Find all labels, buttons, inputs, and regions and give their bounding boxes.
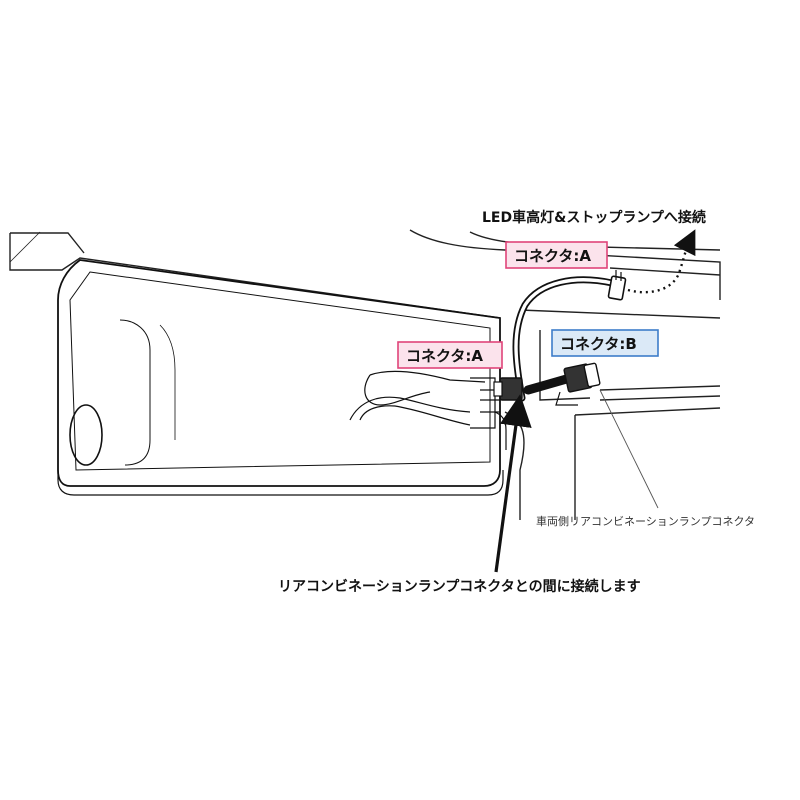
led-connection-dotted-arrow [627, 229, 696, 294]
connector-b-label: コネクタ:B [551, 329, 659, 357]
connector-a-left-label: コネクタ:A [397, 341, 503, 369]
connector-a-left-plug [493, 377, 523, 401]
vehicle-connector-leader [599, 389, 659, 509]
led-connection-note: LED車高灯&ストップランプへ接続 [482, 209, 706, 226]
vehicle-connector-label: 車両側リアコンビネーションランプコネクタ [536, 514, 755, 528]
vehicle-body-outline [9, 229, 721, 520]
install-point-note: リアコンビネーションランプコネクタとの間に接続します [278, 578, 641, 595]
lamp-socket [349, 370, 507, 450]
connector-a-top-label: コネクタ:A [505, 241, 608, 269]
install-point-arrow [494, 394, 532, 573]
rear-lamp-housing [57, 259, 504, 496]
connector-b-text: コネクタ:B [560, 335, 637, 353]
connector-a-top-text: コネクタ:A [514, 247, 591, 265]
connector-b-plug [555, 362, 601, 406]
connector-a-top-plug [607, 270, 627, 301]
connector-a-left-text: コネクタ:A [406, 347, 483, 365]
connector-a-top-label-box [506, 242, 607, 268]
harness-cable [512, 276, 616, 402]
